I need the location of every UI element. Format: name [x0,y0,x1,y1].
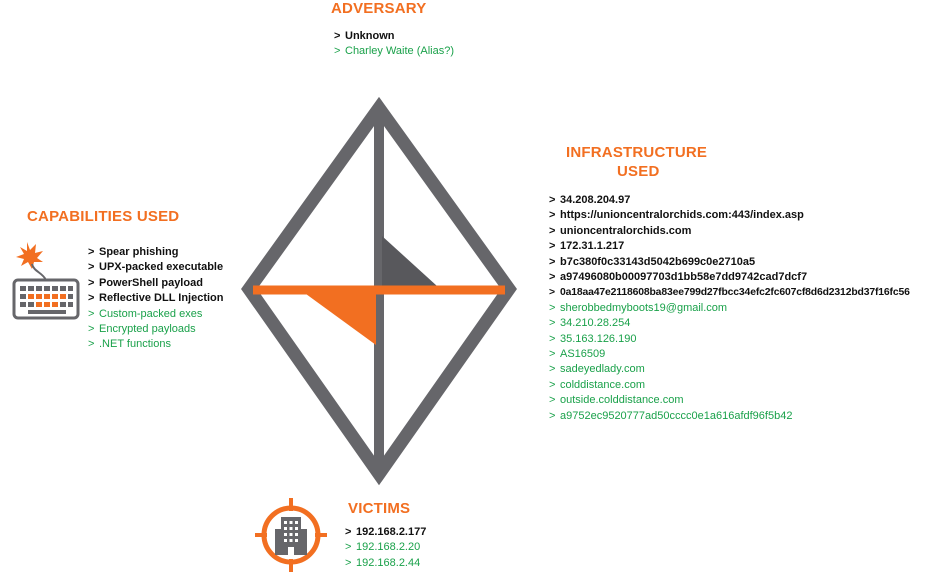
adversary-heading: ADVERSARY [331,0,427,17]
infrastructure-heading-line2: USED [617,163,660,180]
list-item: >a9752ec9520777ad50cccc0e1a616afdf96f5b4… [549,409,793,422]
list-item: >Charley Waite (Alias?) [334,45,455,58]
list-item: >172.31.1.217 [549,240,625,253]
capabilities-list: >Spear phishing >UPX-packed executable >… [88,245,224,353]
list-item: >https://unioncentralorchids.com:443/ind… [549,209,804,222]
list-item: >192.168.2.20 [345,541,421,554]
list-item: >0a18aa47e2118608ba83ee799d27fbcc34efc2f… [549,287,910,299]
list-item: >Encrypted payloads [88,323,196,336]
list-item: >34.208.204.97 [549,194,631,206]
victims-list: >192.168.2.177 >192.168.2.20 >192.168.2.… [345,525,426,571]
list-item: >Spear phishing [88,246,179,258]
list-item: >b7c380f0c33143d5042b699c0e2710a5 [549,255,756,268]
list-item: >UPX-packed executable [88,261,224,274]
list-item: >a97496080b00097703d1bb58e7dd9742cad7dcf… [549,271,808,284]
list-item: >Custom-packed exes [88,307,203,320]
list-item: >AS16509 [549,348,606,361]
list-item: >.NET functions [88,338,171,351]
list-item: >Reflective DLL Injection [88,292,224,305]
keyboard-icon [12,242,80,320]
adversary-list: >Unknown >Charley Waite (Alias?) [334,29,454,60]
list-item: >unioncentralorchids.com [549,224,692,237]
dark-triangle [382,236,437,286]
orange-triangle [306,294,376,345]
list-item: >Unknown [334,30,395,42]
list-item: >outside.colddistance.com [549,394,684,407]
victims-heading: VICTIMS [348,500,411,517]
list-item: >PowerShell payload [88,276,203,289]
list-item: >192.168.2.177 [345,526,427,538]
list-item: >34.210.28.254 [549,317,631,330]
list-item: >sherobbedmyboots19@gmail.com [549,301,728,314]
infrastructure-list: >34.208.204.97 >https://unioncentralorch… [549,193,910,424]
list-item: >sadeyedlady.com [549,363,645,376]
list-item: >192.168.2.44 [345,556,421,569]
capabilities-heading: CAPABILITIES USED [27,208,180,225]
list-item: >colddistance.com [549,378,645,391]
list-item: >35.163.126.190 [549,332,637,345]
infrastructure-heading-line1: INFRASTRUCTURE [566,144,708,161]
target-building-icon [255,498,327,572]
